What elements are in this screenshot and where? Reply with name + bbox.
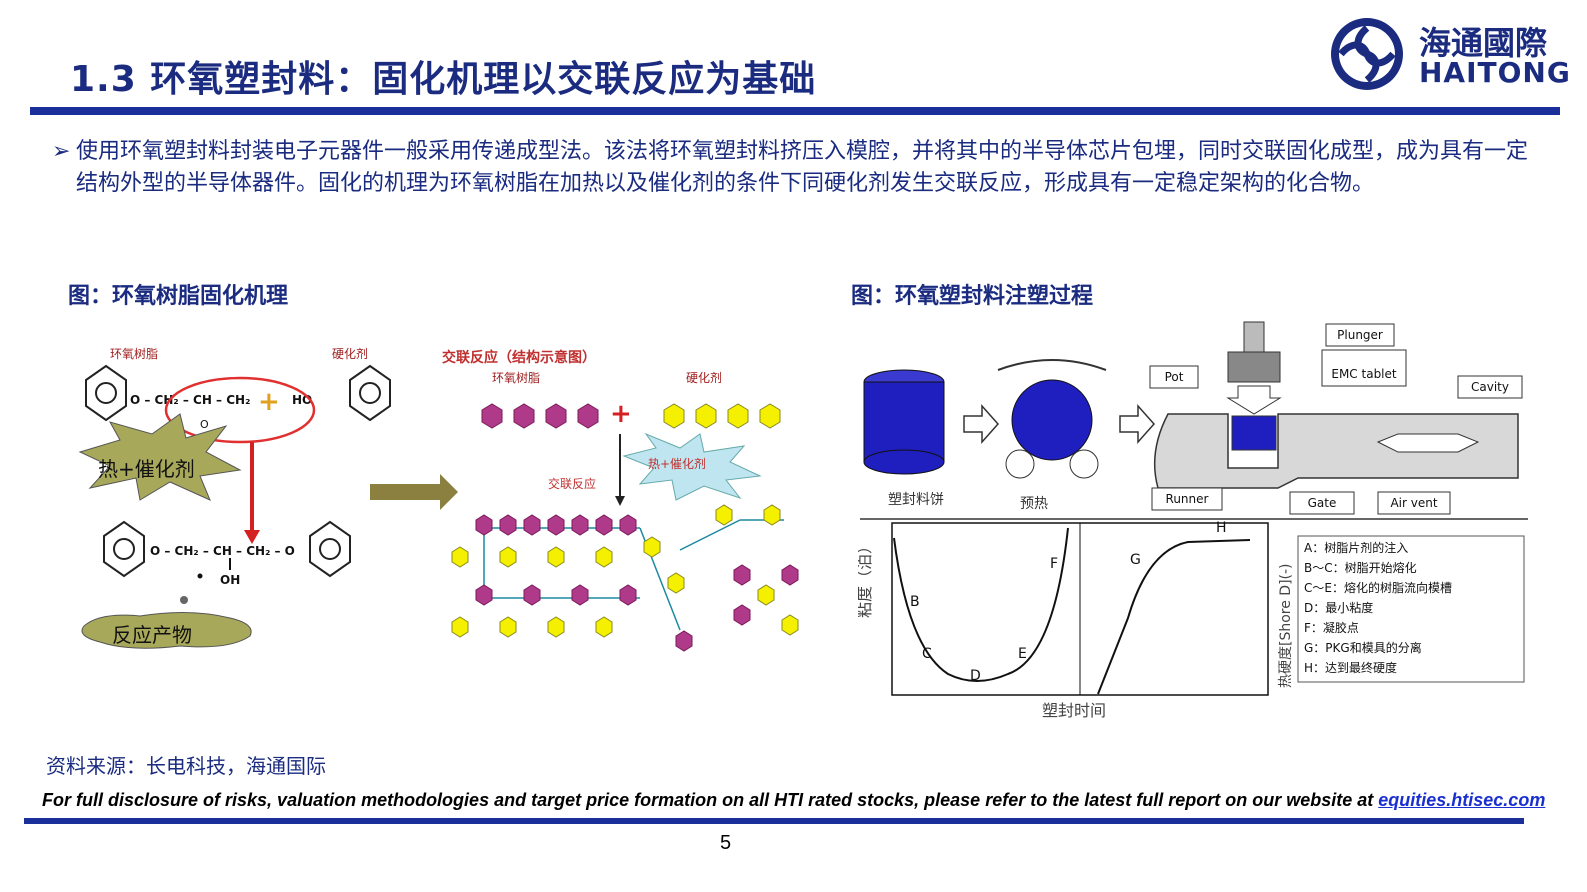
benzene-ring-product-right [309, 520, 351, 578]
benzene-ring-product-left [103, 520, 145, 578]
gate-label: Gate [1308, 496, 1337, 510]
product-text: 反应产物 [112, 623, 192, 647]
haitong-logo: 海通國際 HAITONG [1325, 14, 1570, 94]
bullet-arrow-icon: ➢ [52, 139, 71, 164]
oh-label: OH [220, 573, 240, 587]
o-label: O [200, 418, 209, 431]
plus-sign: + [258, 387, 280, 417]
legend-bc: B～C：树脂开始熔化 [1304, 560, 1417, 575]
crosslink-heat-text: 热+催化剂 [648, 456, 706, 471]
emc-cake-icon [863, 381, 945, 463]
resin-monomers [481, 403, 599, 429]
crosslink-title: 交联反应（结构示意图） [442, 349, 596, 366]
benzene-ring-right [349, 364, 391, 422]
formula-top: O – CH₂ – CH – CH₂ [130, 393, 250, 407]
crosslink-plus: + [610, 399, 632, 429]
bullet-paragraph: ➢ 使用环氧塑封料封装电子元器件一般采用传递成型法。该法将环氧塑封料挤压入模腔，… [52, 136, 1532, 200]
logo-text-cn: 海通國際 [1419, 24, 1548, 62]
y-label-left: 粘度（泊） [858, 538, 874, 618]
point-d: D [970, 668, 981, 684]
formula-product: O – CH₂ – CH – CH₂ – O [150, 544, 295, 558]
bullet-text: 使用环氧塑封料封装电子元器件一般采用传递成型法。该法将环氧塑封料挤压入模腔，并将… [76, 139, 1529, 196]
label-hardener: 硬化剂 [332, 346, 368, 361]
disclaimer: For full disclosure of risks, valuation … [42, 790, 1545, 811]
crosslink-heat-burst [622, 432, 762, 501]
haitong-logo-icon [1331, 18, 1403, 90]
footer-divider [24, 818, 1524, 824]
hardness-curve [1097, 539, 1251, 695]
point-b: B [910, 594, 920, 610]
legend-f: F：凝胶点 [1304, 620, 1359, 635]
point-f: F [1050, 556, 1058, 572]
hardener-monomers [663, 403, 781, 429]
figure-left-title: 图：环氧树脂固化机理 [68, 284, 289, 309]
plunger-label: Plunger [1337, 328, 1383, 342]
heat-catalyst-text: 热+催化剂 [98, 457, 195, 481]
legend-d: D：最小粘度 [1304, 600, 1373, 615]
source-note: 资料来源：长电科技，海通国际 [46, 754, 326, 778]
cavity-label: Cavity [1471, 380, 1509, 394]
emc-tablet [1231, 415, 1277, 451]
step-arrow-icon [963, 404, 1000, 444]
transition-arrow-icon [370, 474, 458, 510]
benzene-ring-left [85, 364, 127, 422]
cake-label: 塑封料饼 [888, 492, 944, 508]
preheat-label: 预热 [1020, 496, 1048, 512]
heat-catalyst-burst [78, 413, 242, 501]
point-g: G [1130, 552, 1141, 568]
page-title: 1.3 环氧塑封料：固化机理以交联反应为基础 [70, 59, 817, 100]
plunger [1227, 351, 1281, 383]
emc-tablet-label: EMC tablet [1331, 367, 1397, 381]
crosslink-hardener: 硬化剂 [686, 370, 722, 385]
legend-g: G：PKG和模具的分离 [1304, 640, 1422, 655]
point-h: H [1216, 520, 1227, 536]
molding-process-figure: 塑封料饼 预热 Plunger EMC tablet Pot Cavity Ru… [858, 321, 1528, 720]
highlight-ellipse [164, 376, 316, 444]
legend-box [1297, 535, 1525, 683]
header-divider [30, 107, 1560, 115]
disclaimer-text: For full disclosure of risks, valuation … [42, 790, 1379, 810]
network-magenta-units [475, 514, 799, 652]
air-vent-label: Air vent [1390, 496, 1437, 510]
pot-label: Pot [1165, 370, 1184, 384]
point-c: C [922, 646, 932, 662]
crosslink-label: 交联反应 [548, 476, 596, 491]
point-e: E [1018, 646, 1027, 662]
legend-a: A：树脂片剂的注入 [1304, 540, 1408, 555]
step-arrow-icon-2 [1119, 404, 1156, 444]
network-yellow-units [451, 504, 799, 638]
y-label-right: 热硬度[Shore D](-) [1278, 563, 1294, 688]
legend-h: H：达到最终硬度 [1304, 660, 1397, 675]
legend-ce: C～E：熔化的树脂流向模槽 [1304, 580, 1452, 595]
mold-body [1153, 413, 1519, 489]
curing-mechanism-figure: 环氧树脂 硬化剂 O – CH₂ – CH – CH₂ + HO O 热+催化剂… [78, 346, 799, 652]
website-link[interactable]: equities.htisec.com [1378, 790, 1546, 810]
page-number: 5 [720, 832, 732, 854]
figure-right-title: 图：环氧塑封料注塑过程 [851, 284, 1094, 309]
crosslink-resin: 环氧树脂 [492, 370, 540, 385]
logo-text-en: HAITONG [1419, 56, 1571, 89]
preheat-ball-icon [1011, 379, 1093, 461]
label-resin: 环氧树脂 [110, 346, 158, 361]
viscosity-curve [893, 527, 1069, 682]
x-label: 塑封时间 [1042, 701, 1106, 720]
product-cloud [81, 611, 252, 649]
runner-label: Runner [1166, 492, 1209, 506]
